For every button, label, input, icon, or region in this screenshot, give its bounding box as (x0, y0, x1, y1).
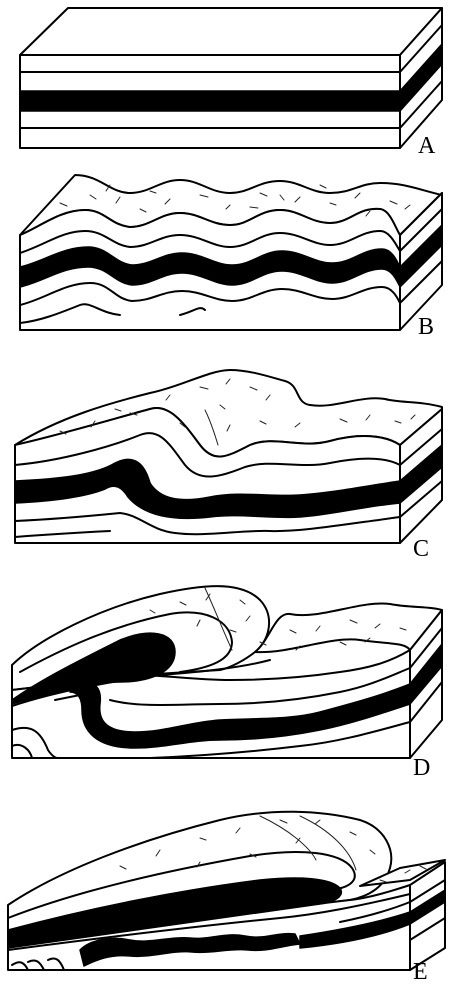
gentle-fold-block (19, 174, 443, 331)
surface-texture (119, 815, 427, 883)
top-surface (254, 602, 443, 654)
thrust-fault (7, 893, 411, 951)
thrust-fault (11, 659, 271, 707)
surface-texture (59, 184, 411, 217)
panel-label-e: E (413, 959, 428, 985)
surface-texture (59, 378, 416, 446)
panel-label-b: B (418, 314, 435, 340)
panel-label-c: C (413, 536, 430, 562)
flat-strata-block (19, 7, 443, 149)
recumbent-fold-block (11, 585, 443, 759)
overturned-fold-block (14, 369, 443, 544)
top-surface (19, 7, 443, 56)
panel-e: E (0, 790, 450, 985)
panel-label-a: A (418, 133, 436, 159)
marker-bed-upper (7, 877, 342, 949)
top-surface (359, 859, 446, 887)
panel-label-d: D (413, 755, 431, 781)
panel-b: B (0, 165, 450, 345)
panel-d: D (0, 580, 450, 780)
nappe-overthrust-block (7, 810, 446, 971)
side-face (409, 861, 446, 971)
marker-bed (19, 90, 401, 112)
surface-texture (149, 587, 407, 651)
panel-c: C (0, 365, 450, 562)
panel-a: A (0, 0, 450, 160)
